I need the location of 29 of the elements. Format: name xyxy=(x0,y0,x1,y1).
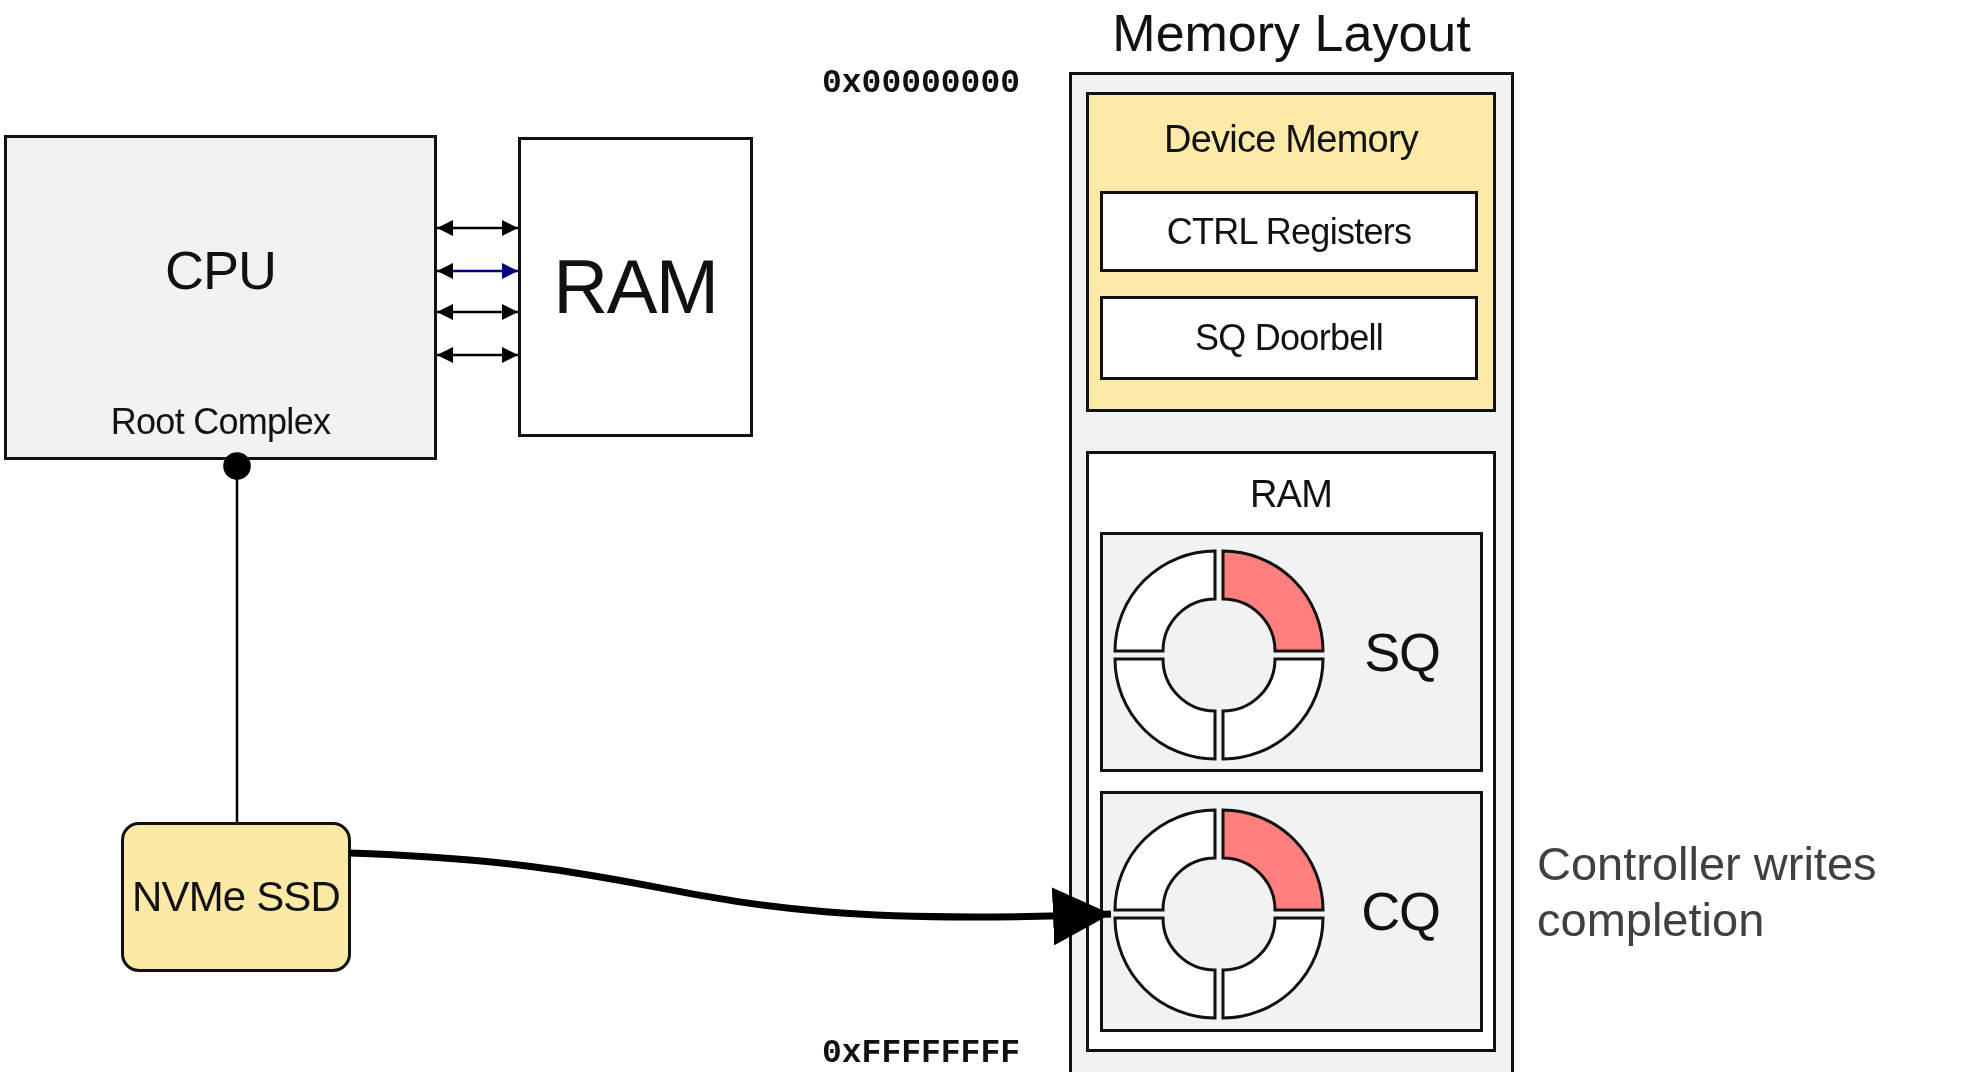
panel-heading: Memory Layout xyxy=(1111,3,1472,63)
address-label: 0x00000000 xyxy=(822,64,1021,104)
annotation-text: Controller writes completion xyxy=(1537,836,1878,949)
block-label: SQ Doorbell xyxy=(1194,316,1384,360)
block-label: CPU xyxy=(165,239,276,302)
block-box xyxy=(1086,92,1496,412)
block-sublabel: Root Complex xyxy=(110,399,331,443)
block-box xyxy=(1100,791,1483,1032)
connector-arrow xyxy=(437,304,518,320)
block-label: RAM xyxy=(553,243,718,332)
block-label: CQ xyxy=(1361,880,1440,944)
block-box xyxy=(1100,532,1483,772)
block-box xyxy=(518,137,753,437)
block-box xyxy=(1086,451,1496,1052)
block-label: Device Memory xyxy=(1163,117,1419,162)
block-box xyxy=(4,135,437,460)
connector-arrow xyxy=(437,220,518,236)
block-label: NVMe SSD xyxy=(132,871,340,922)
ring-buffer-drawing xyxy=(1111,547,1327,763)
connector-arrow xyxy=(437,263,518,279)
block-box xyxy=(121,822,351,972)
block-label: SQ xyxy=(1364,620,1440,684)
address-label: 0xFFFFFFFF xyxy=(822,1034,1021,1072)
block-label: CTRL Registers xyxy=(1166,209,1412,254)
block-box xyxy=(1100,296,1478,380)
ring-buffer-drawing xyxy=(1111,806,1327,1022)
block-label: RAM xyxy=(1249,472,1333,517)
block-box xyxy=(1100,191,1478,272)
connector-arrow xyxy=(437,347,518,363)
